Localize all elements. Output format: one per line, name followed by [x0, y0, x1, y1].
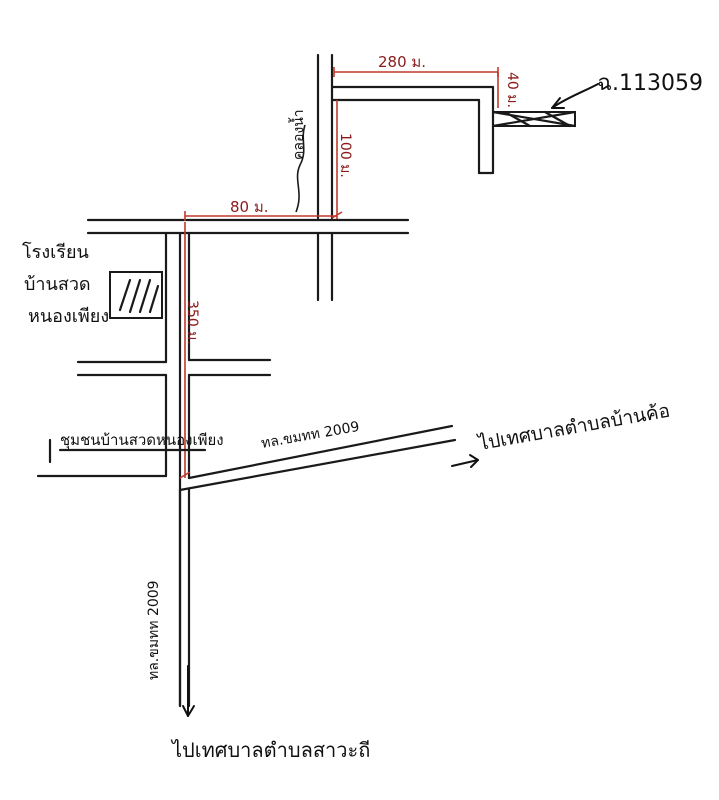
road-diagonal-bottom	[178, 438, 457, 492]
east-destination-label: ไปเทศบาลตำบลบ้านค้อ	[475, 400, 671, 456]
parcel-cross-3	[503, 110, 532, 128]
school-hatch-2	[128, 278, 142, 314]
east-direction-head	[469, 454, 479, 468]
school-hatch-1	[118, 278, 132, 312]
parcel-pointer-arrow	[551, 83, 599, 109]
parcel-id-label: ฉ.113059	[597, 71, 703, 96]
south-direction-head	[182, 705, 195, 717]
road-diagonal-top	[187, 424, 454, 480]
dim-40-label: 40 ม.	[504, 72, 520, 108]
dim-350-label: 350 ม.	[184, 300, 200, 345]
parcel-cross-2	[491, 110, 577, 128]
school-hatch-3	[138, 278, 152, 314]
school-building	[109, 271, 163, 319]
parcel-pointer-head	[551, 97, 565, 109]
dim-350-tick-bottom	[179, 471, 191, 479]
dim-100-label: 100 ม.	[337, 133, 353, 178]
school-label-2: บ้านสวด	[24, 274, 91, 295]
dim-80-label: 80 ม.	[230, 198, 269, 216]
school-label-1: โรงเรียน	[22, 241, 89, 263]
south-destination-label: ไปเทศบาลตำบลสาวะถี	[170, 738, 370, 762]
east-direction-arrow	[451, 459, 479, 467]
village-sign-label: ชุมชนบ้านสวดหนองเพียง	[60, 431, 224, 450]
canal-label: คลองน้ำ	[288, 109, 307, 160]
dim-100-tick-bottom	[331, 211, 343, 219]
parcel-cross-4	[543, 110, 572, 128]
road-vertical-label: ทล.ขมทท 2009	[146, 580, 162, 680]
school-label-3: หนองเพียง	[28, 306, 109, 327]
parcel-block	[492, 111, 576, 127]
dim-280-label: 280 ม.	[378, 53, 426, 71]
canal-line	[295, 124, 306, 213]
school-hatch-4	[148, 284, 160, 314]
